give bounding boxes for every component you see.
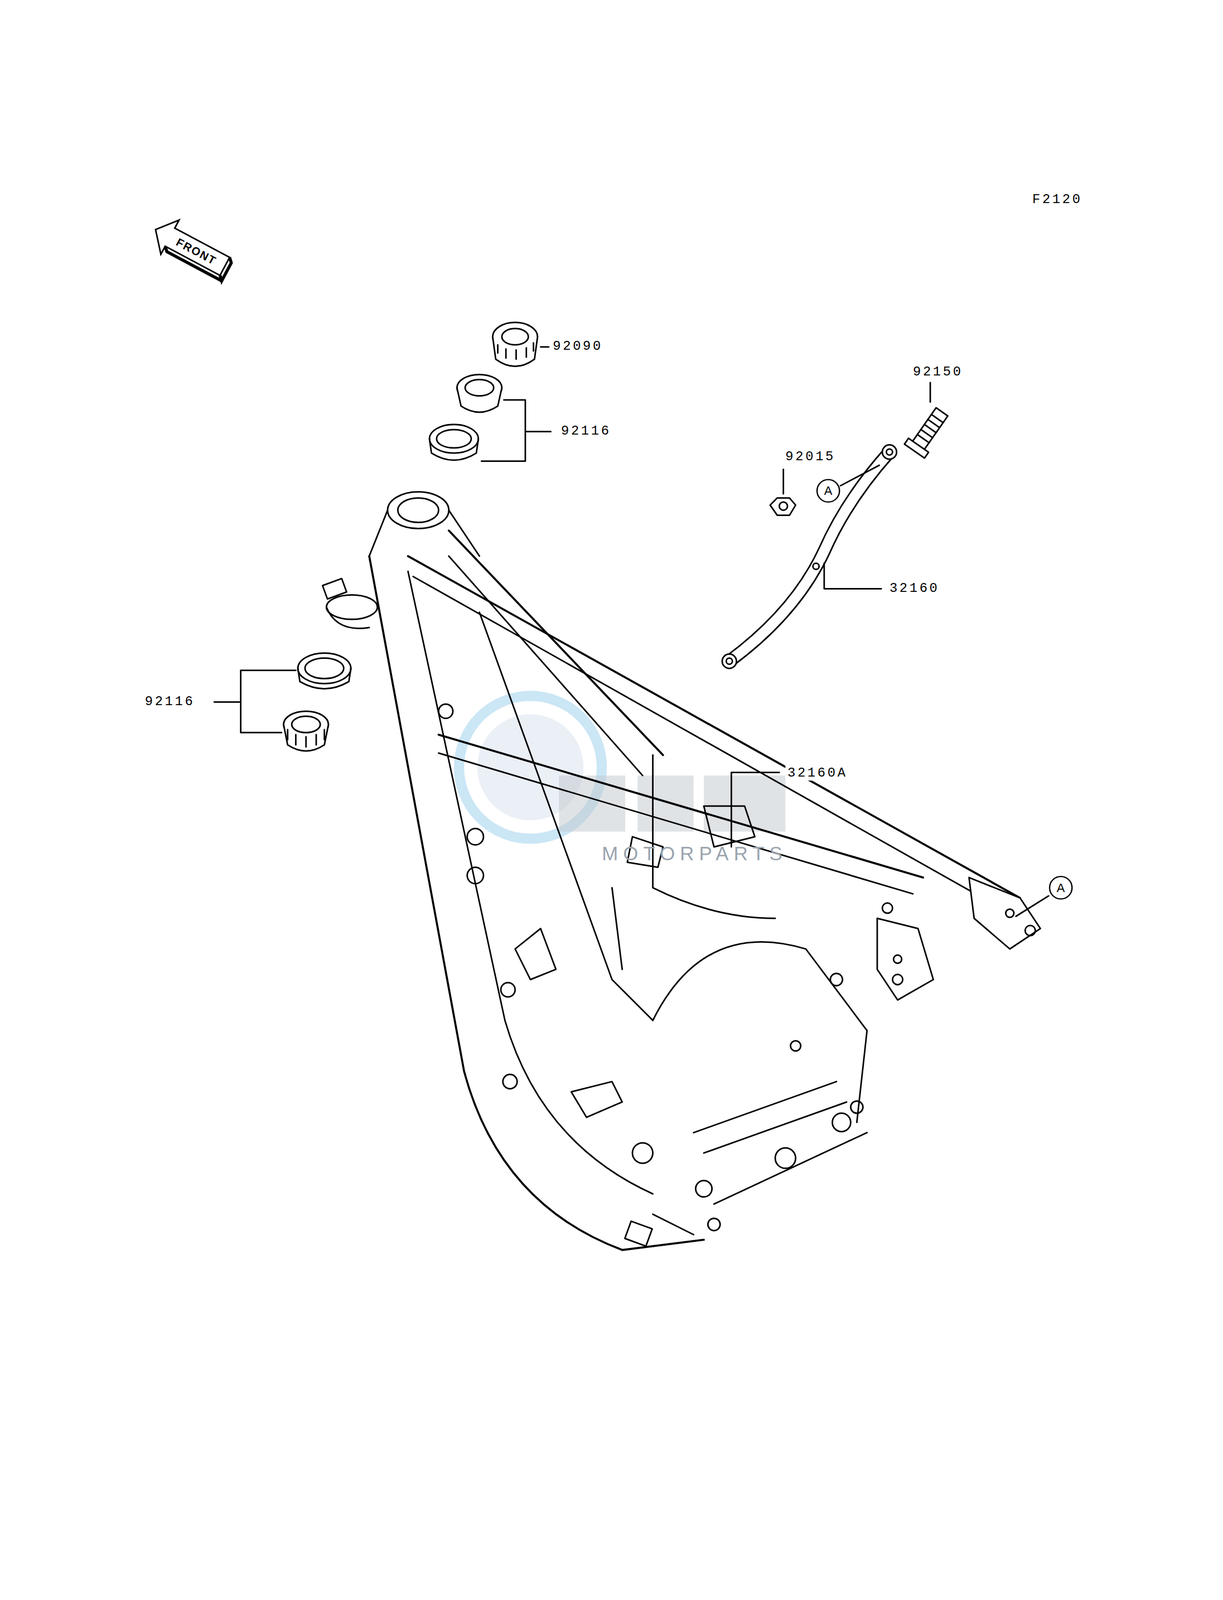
part-number: 92150 [910,364,965,380]
part-number: 92116 [142,693,197,709]
reference-circle: A [1048,875,1073,900]
part-number: 92015 [783,448,838,464]
front-arrow: FRONT [148,217,231,278]
reference-circle: A [815,478,841,504]
part-number: 32160 [887,580,942,596]
part-number: 32160A [785,765,850,781]
reference-letter: A [1056,881,1066,894]
reference-letter: A [824,484,833,497]
part-number: 92116 [558,423,613,439]
watermark: MOTORPARTS [599,842,790,864]
part-number: 92090 [550,338,606,354]
figure-code: F2120 [1030,191,1085,207]
